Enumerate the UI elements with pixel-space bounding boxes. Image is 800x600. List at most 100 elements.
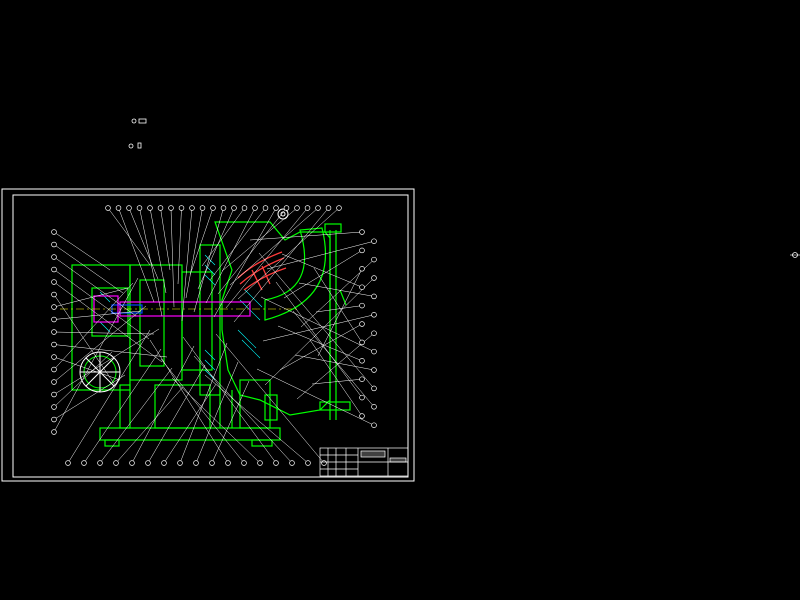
callout-bubble bbox=[51, 266, 150, 340]
callout-bubble bbox=[149, 339, 231, 466]
callout-bubble bbox=[136, 205, 163, 317]
callout-bubble bbox=[283, 247, 365, 299]
stray-marks-group bbox=[128, 118, 800, 258]
flange-block bbox=[181, 271, 213, 371]
callout-bubble bbox=[51, 277, 139, 435]
base-plate bbox=[99, 427, 281, 441]
callout-bubble bbox=[157, 205, 171, 271]
callout-bubble bbox=[105, 205, 151, 266]
callout-bubble bbox=[309, 339, 365, 419]
callout-bubble bbox=[147, 205, 167, 294]
motor-end-view bbox=[79, 351, 121, 393]
callout-bubble bbox=[160, 358, 247, 466]
callout-bubble bbox=[51, 291, 116, 386]
bearing-block-inner bbox=[139, 279, 165, 367]
callout-bubble bbox=[315, 302, 365, 313]
callout-bubble bbox=[113, 386, 184, 466]
callout-bubble bbox=[65, 329, 151, 466]
discharge-flange bbox=[324, 223, 342, 233]
callout-bubble bbox=[177, 342, 228, 466]
callout-bubble bbox=[213, 205, 279, 318]
callout-bubble bbox=[51, 351, 113, 410]
callout-bubble bbox=[115, 205, 155, 303]
callout-bubble bbox=[256, 368, 377, 428]
callout-bubble bbox=[193, 361, 239, 466]
callout-bubble bbox=[201, 205, 248, 267]
title-block bbox=[319, 447, 409, 477]
callout-bubble bbox=[181, 205, 195, 322]
callout-bubble bbox=[51, 229, 111, 271]
callout-bubble bbox=[51, 254, 137, 317]
volute-casing bbox=[214, 221, 331, 416]
callout-bubble bbox=[249, 229, 365, 241]
callout-bubble bbox=[204, 374, 311, 466]
callout-bubble bbox=[145, 364, 206, 466]
callout-bubble bbox=[51, 374, 126, 423]
origin-marker-icon bbox=[131, 118, 147, 124]
callout-bubble bbox=[300, 256, 377, 328]
callout-bubble bbox=[51, 241, 124, 294]
callout-bubble bbox=[51, 279, 163, 363]
support-column-right bbox=[239, 379, 271, 429]
stray-callout-bubble bbox=[790, 252, 800, 258]
callout-bubble bbox=[294, 354, 377, 373]
callout-layer bbox=[51, 205, 377, 466]
callout-bubble bbox=[81, 348, 162, 466]
callout-bubble bbox=[129, 345, 195, 466]
callout-bubble bbox=[229, 205, 321, 286]
callout-bubble bbox=[233, 205, 332, 323]
callout-bubble bbox=[171, 377, 263, 466]
callout-bubble bbox=[275, 281, 365, 401]
base-foot-left bbox=[104, 439, 120, 447]
support-column-left bbox=[119, 384, 131, 429]
inlet-pipe bbox=[264, 227, 327, 321]
coupling-housing bbox=[91, 287, 129, 337]
callout-bubble bbox=[97, 367, 173, 466]
callout-bubble bbox=[189, 205, 216, 276]
callout-bubble bbox=[311, 376, 365, 385]
callout-bubble bbox=[51, 287, 129, 310]
callout-bubble bbox=[292, 310, 377, 410]
callout-bubble bbox=[317, 266, 365, 357]
callout-bubble bbox=[193, 355, 295, 466]
callout-bubble bbox=[182, 336, 279, 466]
callout-bubble bbox=[51, 341, 168, 358]
callout-bubble bbox=[313, 267, 365, 346]
callout-bubble bbox=[51, 329, 155, 335]
sheet-border bbox=[1, 188, 415, 482]
callout-bubble bbox=[51, 354, 121, 381]
support-column-mid bbox=[154, 384, 211, 429]
callout-bubble bbox=[51, 310, 142, 323]
callout-bubble bbox=[279, 321, 365, 371]
callout-bubble bbox=[258, 252, 377, 392]
callout-bubble bbox=[217, 205, 290, 295]
drive-shaft bbox=[60, 295, 300, 323]
callout-bubble bbox=[51, 282, 134, 373]
pump-assembly bbox=[71, 221, 351, 447]
callout-bubble bbox=[161, 383, 217, 466]
callout-bubble bbox=[225, 205, 311, 309]
callout-bubble bbox=[51, 305, 147, 385]
callout-bubble bbox=[298, 282, 377, 300]
callout-bubble bbox=[51, 328, 160, 398]
callout-bubble bbox=[266, 238, 377, 270]
callout-bubble bbox=[126, 205, 159, 280]
callout-bubble bbox=[277, 325, 365, 364]
callout-bubble bbox=[262, 312, 377, 342]
seal-block bbox=[199, 244, 221, 396]
outlet-flange bbox=[319, 401, 351, 411]
callout-bubble bbox=[193, 205, 227, 313]
callout-bubble bbox=[237, 205, 342, 300]
callout-bubble bbox=[281, 253, 365, 290]
bearing-housing bbox=[129, 264, 183, 381]
callout-bubble bbox=[177, 205, 185, 285]
callout-bubble bbox=[296, 330, 377, 400]
callout-bubble bbox=[185, 205, 206, 299]
callout-bubble bbox=[168, 205, 175, 308]
base-foot-right bbox=[251, 439, 273, 447]
callout-bubble bbox=[205, 205, 258, 304]
callout-bubble bbox=[209, 380, 250, 466]
callout-bubble bbox=[209, 205, 269, 281]
